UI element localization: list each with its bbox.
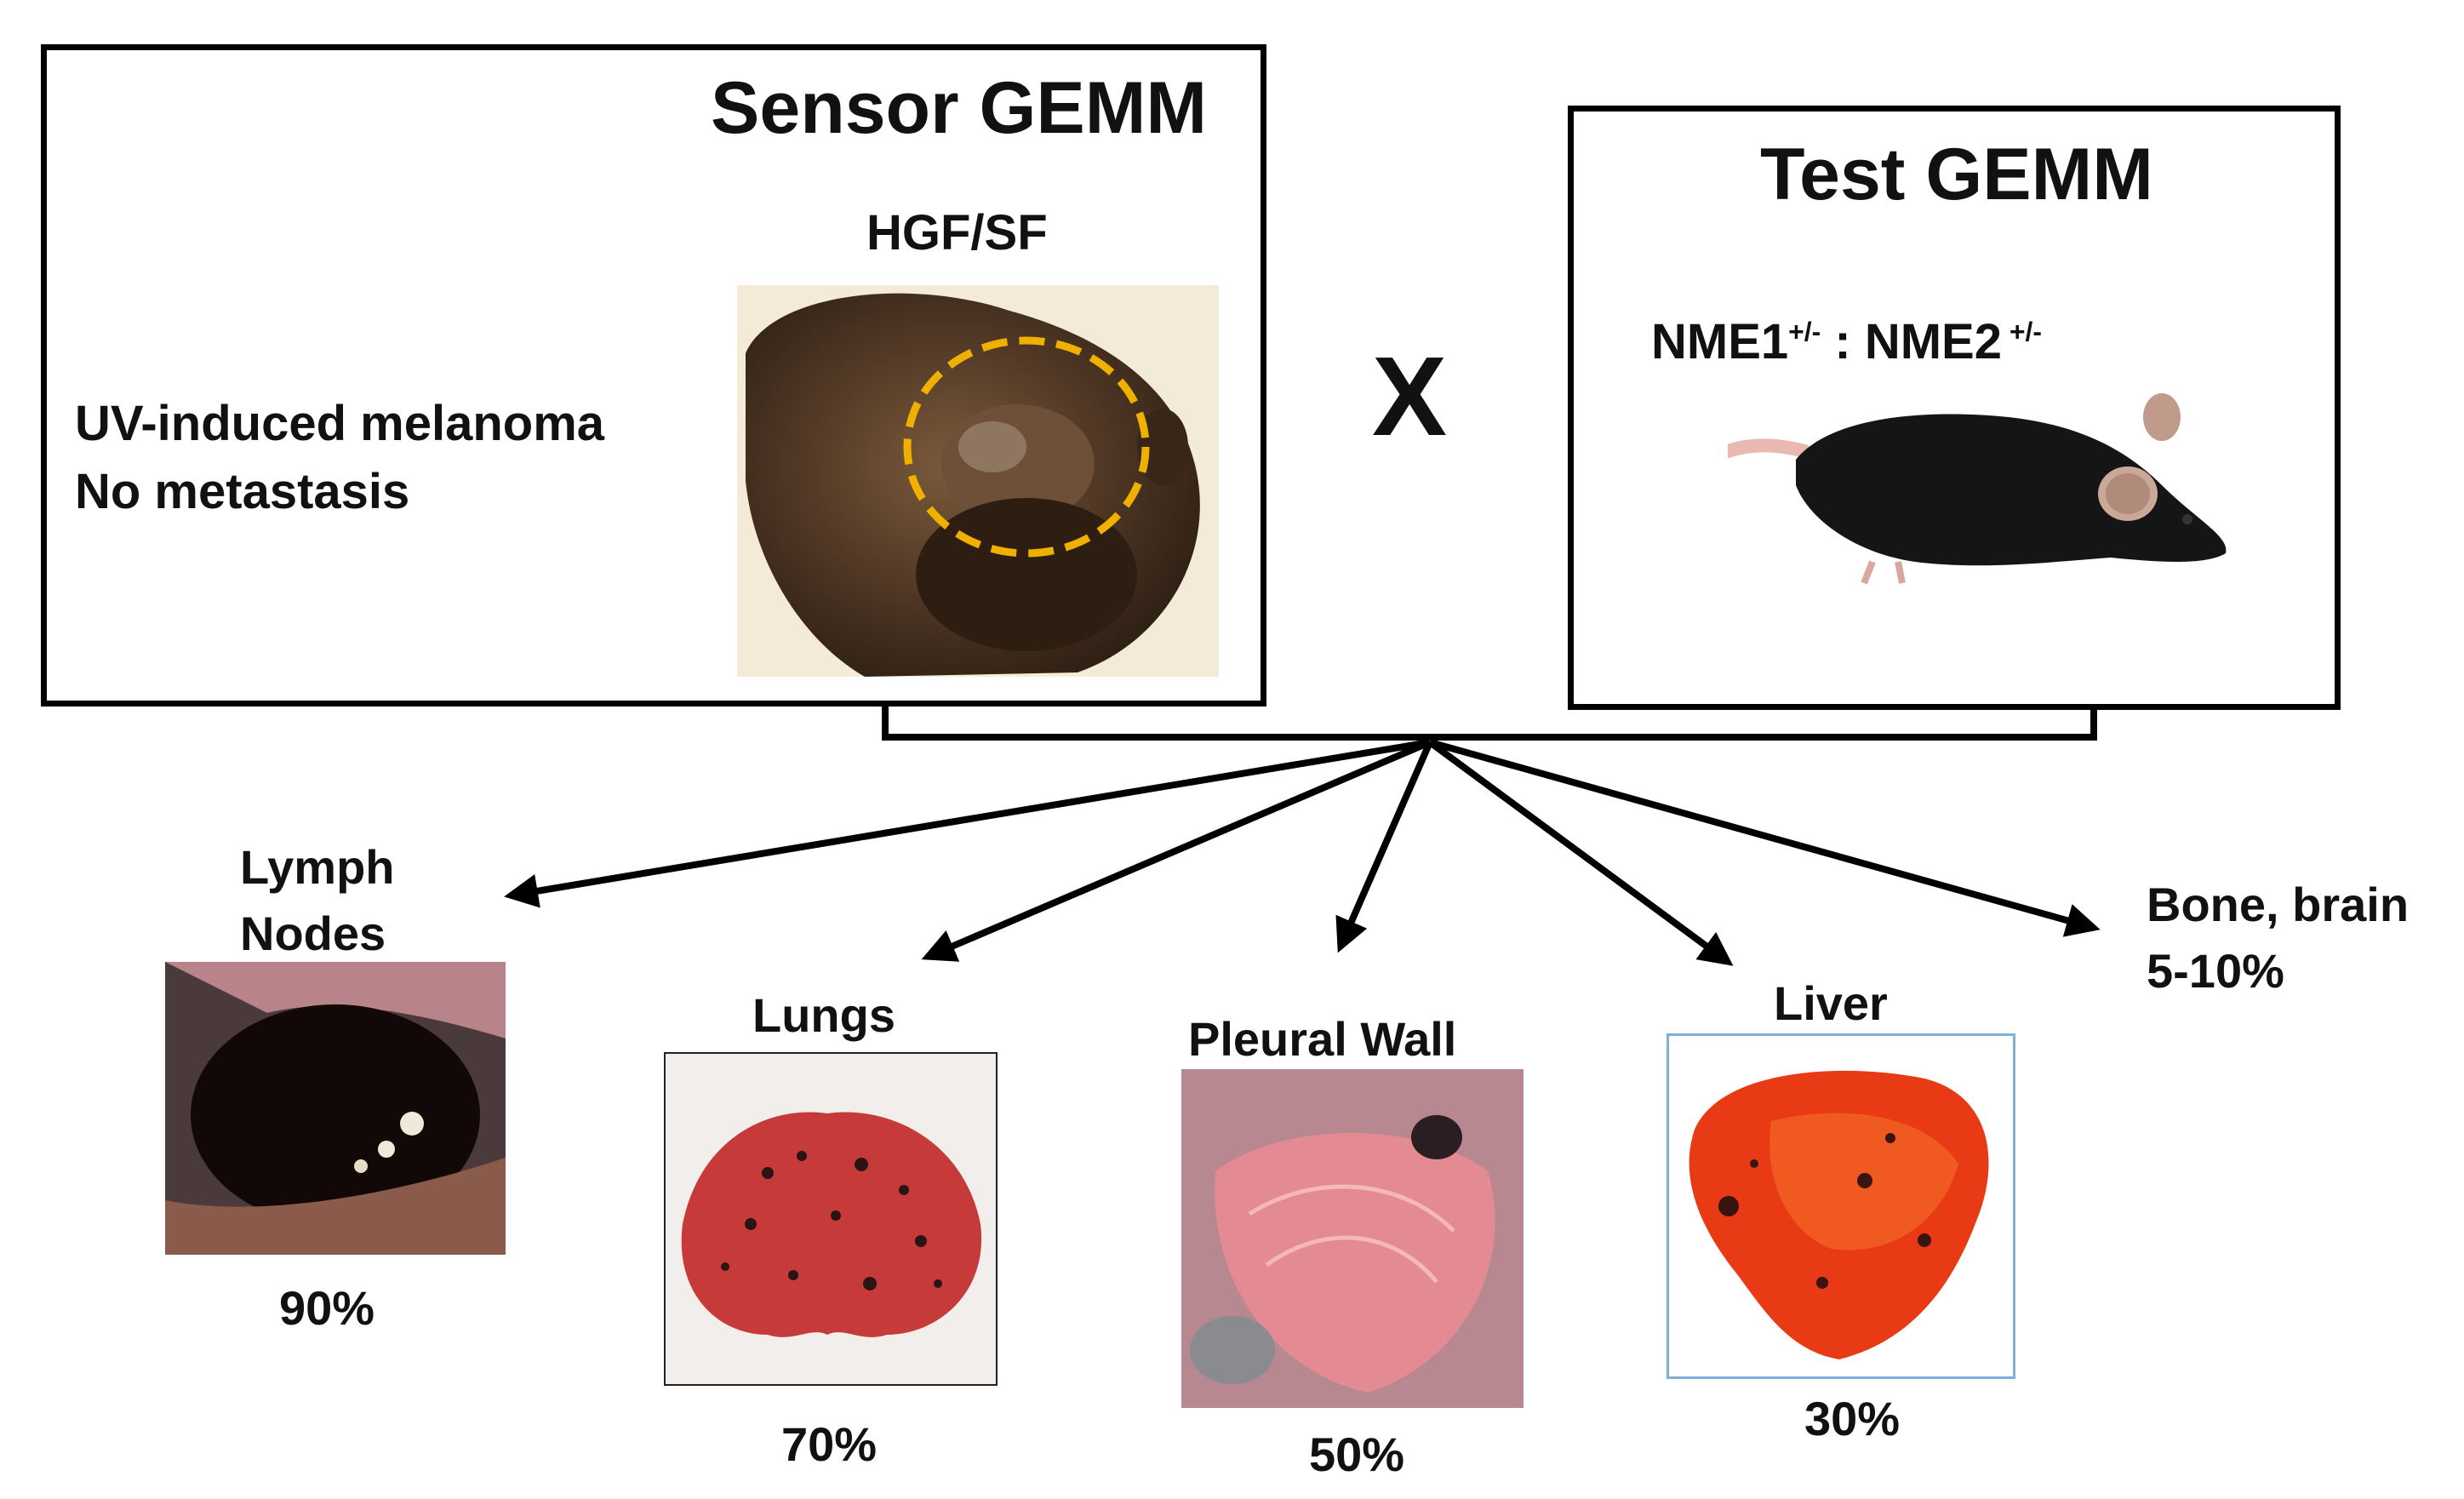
test-gemm-title: Test GEMM xyxy=(1760,134,2153,215)
lymph-nodes-photo xyxy=(165,962,506,1255)
cross-symbol: X xyxy=(1372,334,1448,459)
sensor-desc-line1: UV-induced melanoma xyxy=(75,396,605,451)
test-gemm-box xyxy=(1568,106,2341,710)
sensor-gemm-title: Sensor GEMM xyxy=(711,67,1207,149)
genotype-a: NME1 xyxy=(1651,314,1789,369)
test-mouse-photo xyxy=(1728,392,2238,587)
sensor-mouse-photo xyxy=(737,285,1219,677)
bracket-line xyxy=(882,698,2097,741)
site-lungs-percent: 70% xyxy=(781,1417,878,1471)
site-pleural-wall-percent: 50% xyxy=(1309,1427,1405,1481)
arrow-lungs xyxy=(921,739,1432,962)
arrow-pleural-wall xyxy=(1335,741,1433,953)
site-liver-percent: 30% xyxy=(1804,1392,1901,1445)
site-lymph-nodes-percent: 90% xyxy=(279,1281,375,1335)
liver-photo xyxy=(1666,1033,2015,1379)
site-lymph-nodes-line2: Nodes xyxy=(240,907,386,960)
test-genotype-label: NME1+/- : NME2 +/- xyxy=(1651,313,2042,370)
genotype-b-sup: +/- xyxy=(2001,316,2042,347)
genotype-b: NME2 xyxy=(1864,314,2002,369)
genotype-a-sup: +/- xyxy=(1788,316,1821,347)
genotype-sep: : xyxy=(1821,314,1865,369)
lungs-photo xyxy=(664,1052,998,1386)
hgf-sf-label: HGF/SF xyxy=(866,205,1048,260)
sensor-desc-line2: No metastasis xyxy=(75,464,410,519)
site-lymph-nodes-line1: Lymph xyxy=(240,840,395,894)
arrow-lymph-nodes xyxy=(504,739,1431,908)
site-liver-label: Liver xyxy=(1774,976,1888,1030)
arrow-bone-brain xyxy=(1428,739,2101,937)
site-bone-brain-line2: 5-10% xyxy=(2147,944,2284,998)
site-pleural-wall-label: Pleural Wall xyxy=(1188,1012,1457,1066)
site-lungs-label: Lungs xyxy=(752,988,895,1042)
arrow-liver xyxy=(1427,739,1734,966)
pleural-wall-photo xyxy=(1181,1069,1524,1408)
site-bone-brain-line1: Bone, brain xyxy=(2147,878,2410,931)
